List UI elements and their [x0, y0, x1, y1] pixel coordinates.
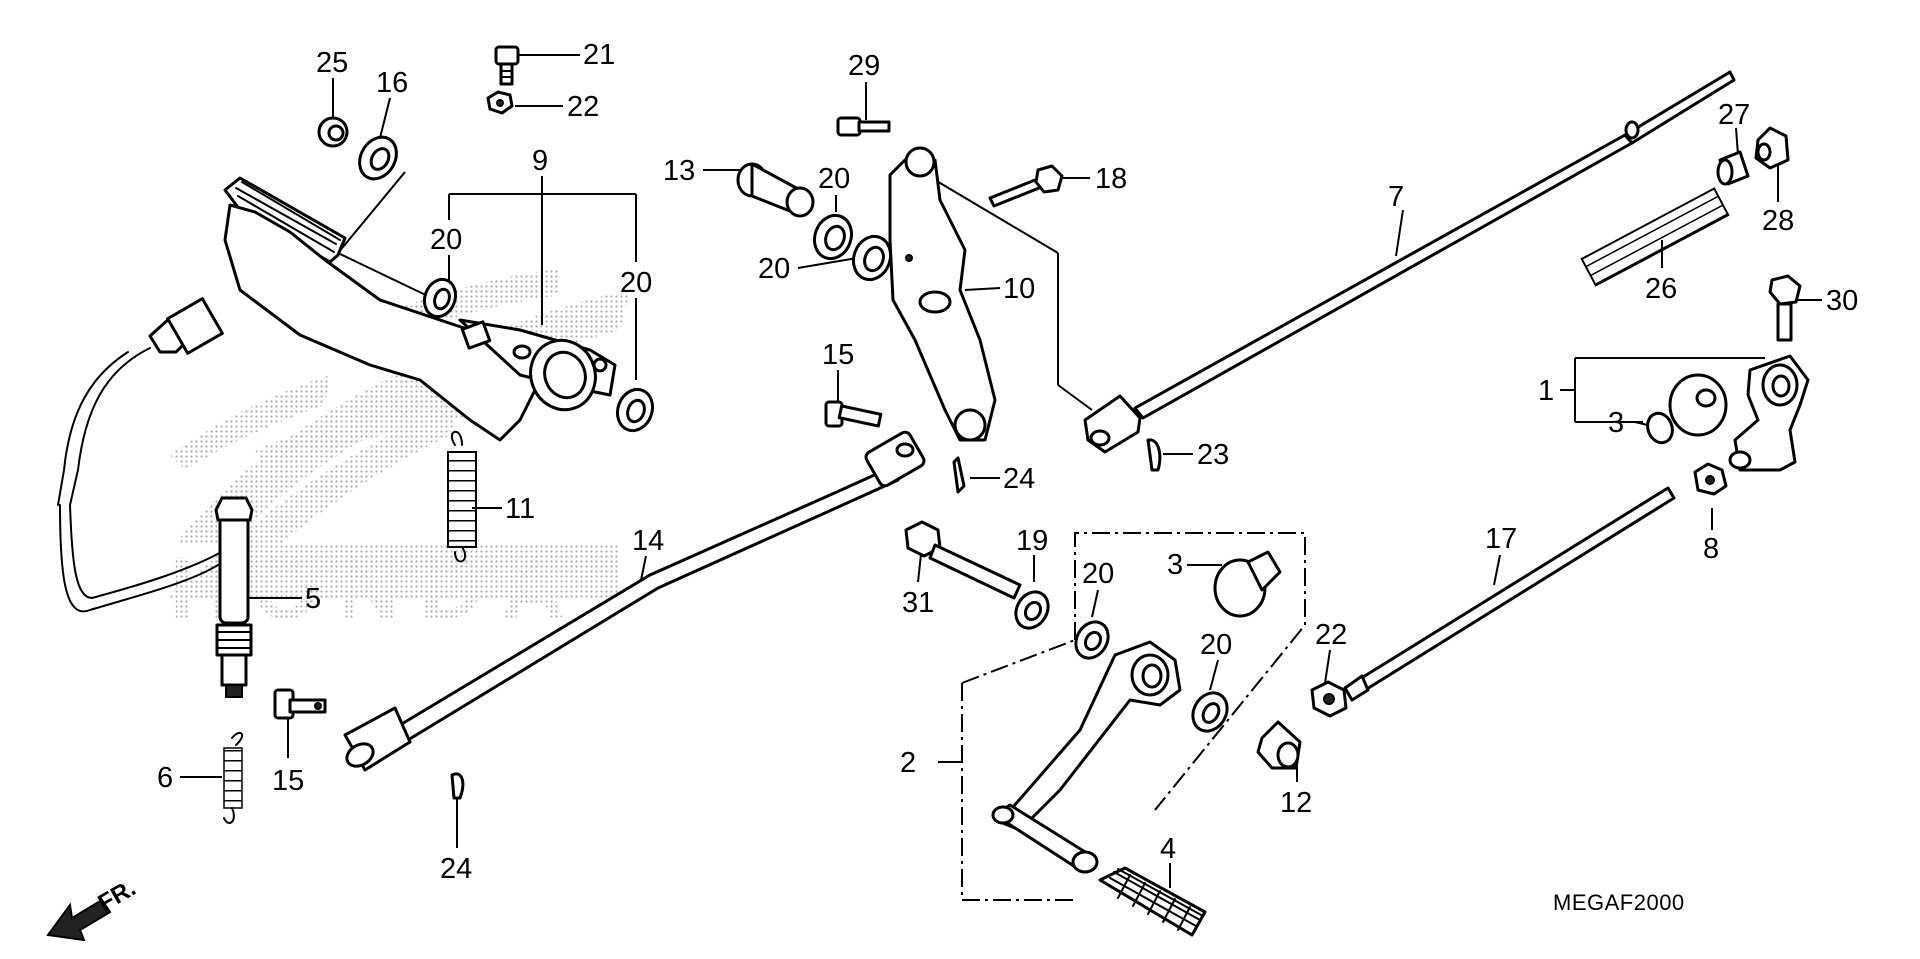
- diagram-code: MEGAF2000: [1553, 890, 1685, 915]
- cotter-pin-24-upper: [952, 456, 966, 494]
- callout-12: 12: [1280, 787, 1312, 819]
- spring-6: [223, 731, 244, 824]
- shift-pedal-2: [991, 640, 1182, 874]
- callout-1: 1: [1538, 375, 1554, 407]
- callout-27: 27: [1718, 99, 1750, 131]
- callout-24-lower: 24: [440, 853, 472, 885]
- washer-20-d: [851, 234, 893, 282]
- washer-20-c: [812, 213, 854, 261]
- callout-17: 17: [1485, 523, 1517, 555]
- bolt-31: [904, 520, 1022, 600]
- callout-22-top: 22: [567, 91, 599, 123]
- cotter-pin-24-lower: [450, 772, 465, 800]
- callout-14: 14: [632, 525, 664, 557]
- callout-11: 11: [505, 493, 535, 525]
- callout-9: 9: [532, 145, 548, 177]
- cap-nut-28: [1754, 126, 1790, 170]
- ball-joint-3-middle: [1213, 550, 1282, 618]
- leader-lines: [180, 54, 1822, 901]
- collar-12: [1256, 720, 1302, 770]
- pin-15-upper: [824, 400, 883, 428]
- brake-pedal-9: [223, 176, 617, 442]
- callout-19: 19: [1016, 525, 1048, 557]
- brake-rod-14: [343, 430, 926, 772]
- washer-20-b: [615, 387, 655, 433]
- callout-22-lower: 22: [1315, 619, 1347, 651]
- callout-15-upper: 15: [822, 339, 854, 371]
- collar-27: [1716, 150, 1750, 186]
- bolt-18: [988, 164, 1064, 208]
- nut-8: [1693, 462, 1728, 496]
- washer-20-e: [1074, 620, 1110, 660]
- callout-8: 8: [1703, 533, 1719, 565]
- washer-20-f: [1191, 691, 1229, 733]
- bolt-21: [494, 45, 520, 86]
- callout-20-a: 20: [430, 224, 462, 256]
- front-direction-arrow-icon: FR.: [46, 874, 140, 942]
- collar-13: [736, 162, 815, 218]
- callout-2: 2: [900, 747, 916, 779]
- callout-20-d: 20: [758, 253, 790, 285]
- spring-26: [1580, 187, 1730, 287]
- rod-7: [1083, 70, 1736, 454]
- rod-17: [1343, 486, 1676, 702]
- clip-23: [1146, 438, 1162, 472]
- nut-22-lower: [1310, 680, 1348, 718]
- callout-5: 5: [305, 583, 321, 615]
- arm-10: [888, 146, 997, 442]
- callout-26: 26: [1645, 273, 1677, 305]
- callout-10: 10: [1003, 273, 1035, 305]
- bolt-30: [1768, 274, 1802, 342]
- pin-15-lower: [273, 688, 327, 720]
- callout-28: 28: [1762, 205, 1794, 237]
- callout-15-lower: 15: [272, 765, 304, 797]
- washer-19: [1014, 590, 1050, 630]
- callout-16: 16: [376, 67, 408, 99]
- washer-20-a: [422, 277, 458, 319]
- callout-6: 6: [157, 762, 173, 794]
- callout-7: 7: [1388, 181, 1404, 213]
- callout-20-b: 20: [620, 267, 652, 299]
- callout-23: 23: [1197, 439, 1229, 471]
- callout-13: 13: [663, 155, 695, 187]
- callout-20-f: 20: [1200, 629, 1232, 661]
- callout-18: 18: [1095, 163, 1127, 195]
- callout-20-e: 20: [1082, 558, 1114, 590]
- callout-labels: 1 2 3 3 4 5 6 7 8 9 10 11 12 13 14 15 15…: [157, 39, 1858, 885]
- callout-3-middle: 3: [1167, 549, 1183, 581]
- callout-21: 21: [583, 39, 615, 71]
- callout-24-upper: 24: [1003, 463, 1035, 495]
- brake-switch-5: [57, 297, 254, 698]
- callout-4: 4: [1160, 833, 1176, 865]
- bolt-29: [836, 116, 891, 137]
- callout-31: 31: [902, 587, 934, 619]
- washer-16: [358, 135, 398, 181]
- lever-1: [1728, 354, 1810, 472]
- spring-11: [447, 430, 477, 563]
- callout-25: 25: [316, 47, 348, 79]
- footpeg-rubber-4: [1098, 866, 1207, 937]
- circlip-25: [317, 116, 349, 148]
- callout-3-upper: 3: [1608, 407, 1624, 439]
- ball-joint-3-upper: [1646, 373, 1728, 445]
- callout-30: 30: [1826, 285, 1858, 317]
- callout-20-c: 20: [818, 163, 850, 195]
- nut-22-top: [486, 90, 514, 115]
- callout-29: 29: [848, 50, 880, 82]
